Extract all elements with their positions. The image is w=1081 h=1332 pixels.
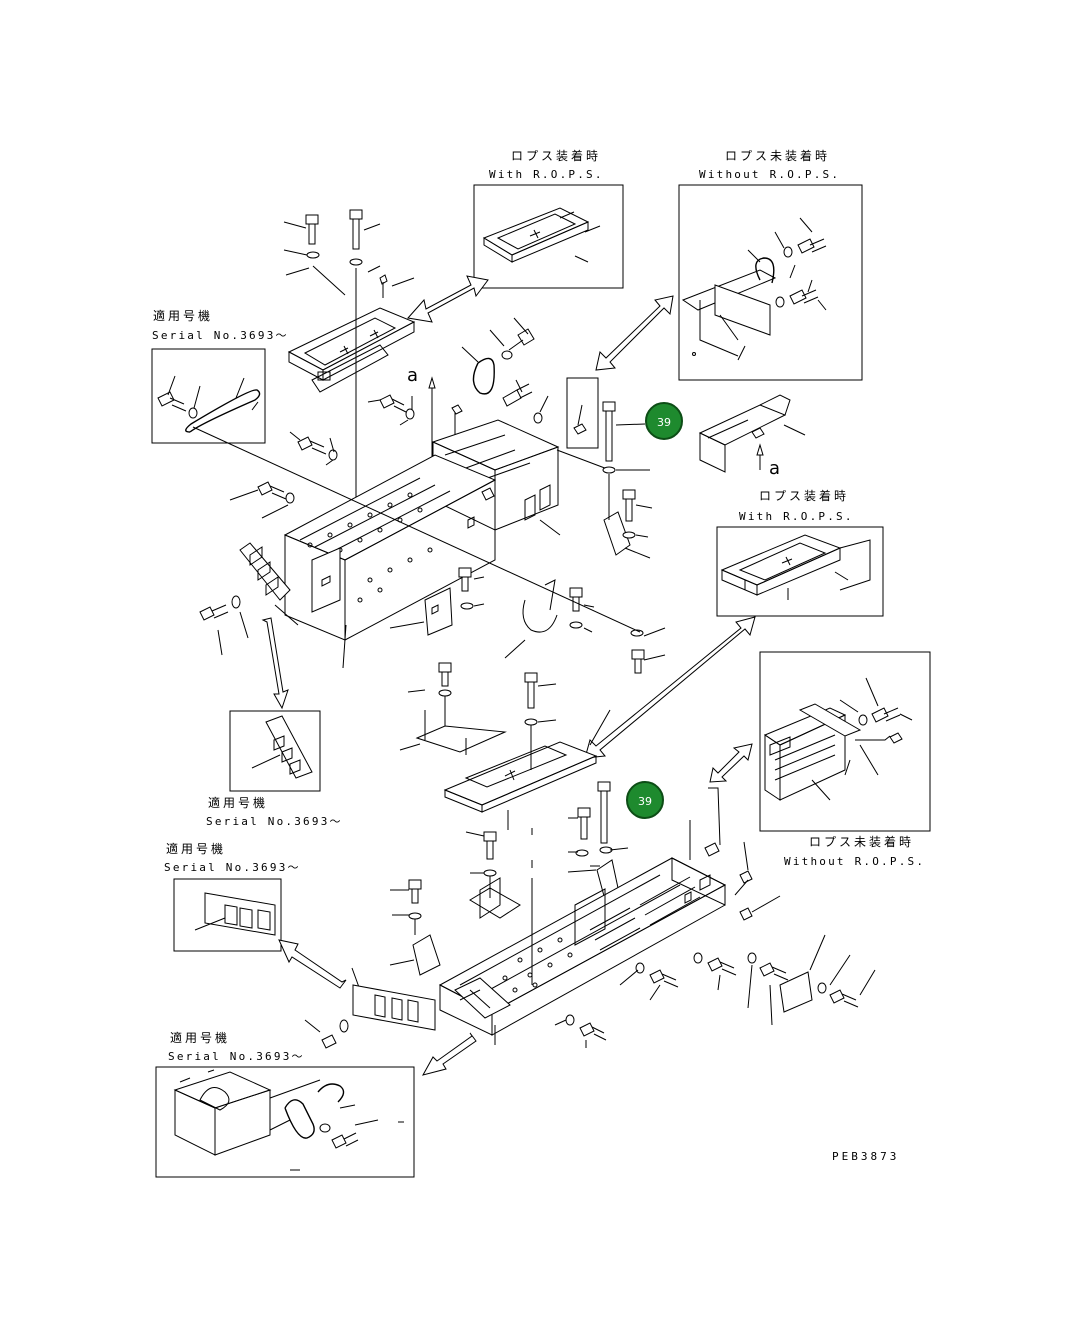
detail-box-right-with-rops [716,526,884,617]
floor-plate-middle [399,662,611,830]
label-right-without-rops-en: Without R.O.P.S. [784,855,926,868]
callout-badge-39-upper[interactable]: 39 [645,402,683,440]
label-top-with-rops-jp: ロプス装着時 [511,149,602,163]
bolt-cluster-top-left [283,209,415,500]
label-right-with-rops-jp: ロプス装着時 [759,489,850,503]
detail-box-serial-left-upper [151,348,266,444]
view-a-bracket [573,404,587,435]
leader-line-long [192,426,641,633]
label-top-without-rops-en: Without R.O.P.S. [699,168,841,181]
floor-plate-upper [287,307,416,393]
view-marker-a-left: a [407,365,419,386]
label-right-without-rops-jp: ロプス未装着時 [809,835,915,849]
detail-box-serial-left-lower [173,878,282,952]
arrow-frame-to-serial-bottom [421,1032,477,1076]
view-a-frame [566,377,599,449]
view-marker-a-right: a [769,458,781,479]
detail-serial-left-upper-parts [157,375,261,433]
long-bolt-upper [602,401,666,674]
detail-box-serial-mid [229,710,321,792]
arrow-view-to-without-rops [595,295,674,371]
label-top-with-rops-en: With R.O.P.S. [489,168,604,181]
handle-grip-right [451,317,549,435]
detail-top-without-rops-parts [681,217,827,361]
label-serial-left-lower-jp: 適用号機 [166,842,227,856]
label-serial-left-upper-jp: 適用号機 [153,309,214,323]
detail-box-right-without-rops [759,651,931,832]
label-serial-left-upper-en: Serial No.3693～ [152,329,289,342]
detail-serial-bottom-parts [173,1069,404,1171]
detail-serial-mid-step [251,715,313,779]
arrow-right-without-rops [709,743,753,783]
drawing-code: PEB3873 [832,1150,900,1163]
label-serial-mid-jp: 適用号機 [208,796,269,810]
detail-box-top-without-rops [678,184,863,381]
callout-label: 39 [657,416,671,429]
bolt-cluster-main-left [199,394,415,669]
bracket-right-mount [504,579,595,659]
label-serial-bottom-en: Serial No.3693～ [168,1050,305,1063]
main-frame-upper [239,454,497,641]
detail-right-with-rops-plate [720,534,871,600]
callout-label: 39 [638,795,652,808]
bracket-left-mount [389,567,485,636]
arrow-top-plate-to-rops [407,275,489,323]
detail-right-without-rops-parts [763,677,913,801]
detail-serial-lower-step [194,892,276,936]
upper-frame-box [428,376,611,536]
callout-badge-39-lower[interactable]: 39 [626,781,664,819]
arrow-step-to-serial-mid [261,617,289,710]
label-right-with-rops-en: With R.O.P.S. [739,510,854,523]
label-serial-bottom-jp: 適用号機 [170,1031,231,1045]
arrow-plate-to-right-with-rops [584,616,756,759]
arrow-step-to-serial-lower [278,939,347,989]
detail-right-top-cover [698,394,806,473]
detail-box-top-with-rops [473,184,624,289]
long-bolt-lower [567,781,629,897]
label-serial-mid-en: Serial No.3693～ [206,815,343,828]
detail-top-with-rops-plate [482,207,601,263]
label-serial-left-lower-en: Serial No.3693～ [164,861,301,874]
bolt-cluster-lower [304,828,876,1049]
detail-box-serial-bottom [155,1066,415,1178]
main-frame-lower [389,787,727,1036]
label-top-without-rops-jp: ロプス未装着時 [725,149,831,163]
